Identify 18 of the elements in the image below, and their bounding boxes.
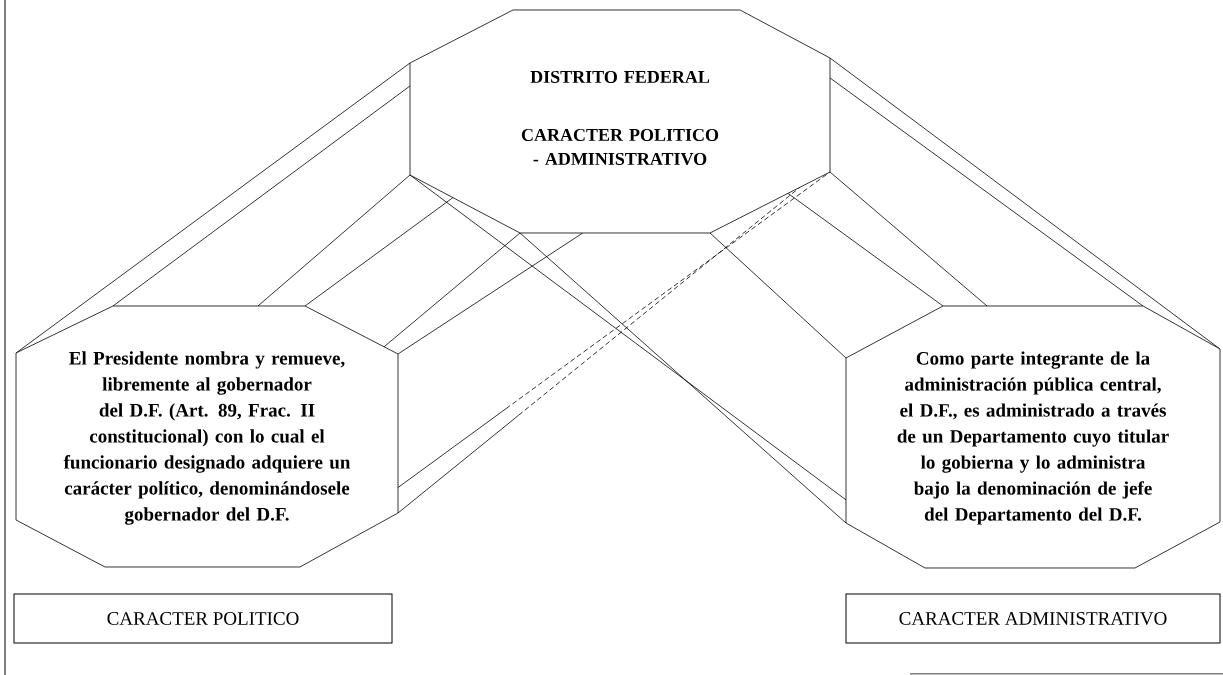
connector-line	[397, 232, 584, 355]
connector-line	[397, 186, 801, 514]
label-box: CARACTER POLITICO	[13, 593, 393, 644]
connector-line	[383, 232, 521, 348]
connector-line	[829, 57, 1221, 350]
connector-line	[519, 232, 847, 524]
connector-line	[709, 232, 847, 359]
octagon: DISTRITO FEDERAL CARACTER POLITICO - ADMINISTRATIVO	[409, 9, 831, 234]
connector-line	[829, 171, 988, 307]
connector-line	[829, 77, 1144, 307]
label-box: CARACTER ADMINISTRATIVO	[845, 593, 1221, 644]
connector-line	[304, 197, 454, 307]
connector-line	[257, 174, 411, 307]
connector-line	[15, 62, 411, 354]
connector-line	[787, 192, 944, 307]
connector-line	[112, 85, 411, 307]
octagon: El Presidente nombra y remueve, libremente al gobernador del D.F. (Art. 89, Frac. II constitucional) con lo cual el funcionario designado adquiere un carácter político, denominándosele gobernador del D.F.	[15, 305, 399, 568]
octagon: Como parte integrante de la administración pública central, el D.F., es administrado a través de un Departamento cuyo titular lo gobierna y lo administra bajo la denominación de jefe del Departamento del D.F.	[845, 305, 1221, 569]
